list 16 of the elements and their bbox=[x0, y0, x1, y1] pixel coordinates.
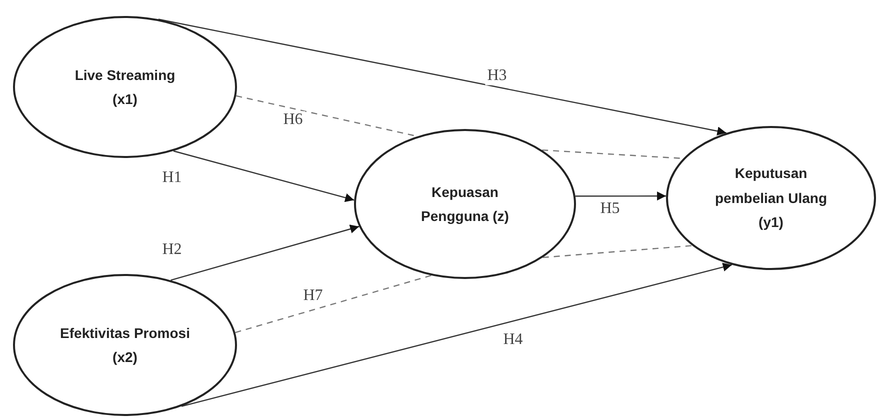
node-label: Live Streaming (x1) bbox=[74, 66, 176, 109]
arrow bbox=[170, 224, 360, 281]
connector-line bbox=[542, 245, 692, 258]
edge-label: H3 bbox=[485, 67, 509, 85]
arrow bbox=[173, 150, 354, 202]
node-label: Kepuasan Pengguna (z) bbox=[420, 182, 510, 226]
arrow bbox=[158, 18, 726, 136]
construct-ellipse bbox=[13, 16, 237, 158]
arrow bbox=[181, 262, 732, 407]
connector-line bbox=[235, 274, 432, 334]
construct-ellipse bbox=[354, 129, 576, 279]
arrow bbox=[575, 192, 666, 201]
node-label: Efektivitas Promosi (x2) bbox=[59, 324, 191, 367]
construct-ellipse bbox=[13, 274, 237, 416]
construct-ellipse bbox=[666, 126, 876, 270]
node-label: Keputusan pembelian Ulang (y1) bbox=[714, 164, 828, 232]
